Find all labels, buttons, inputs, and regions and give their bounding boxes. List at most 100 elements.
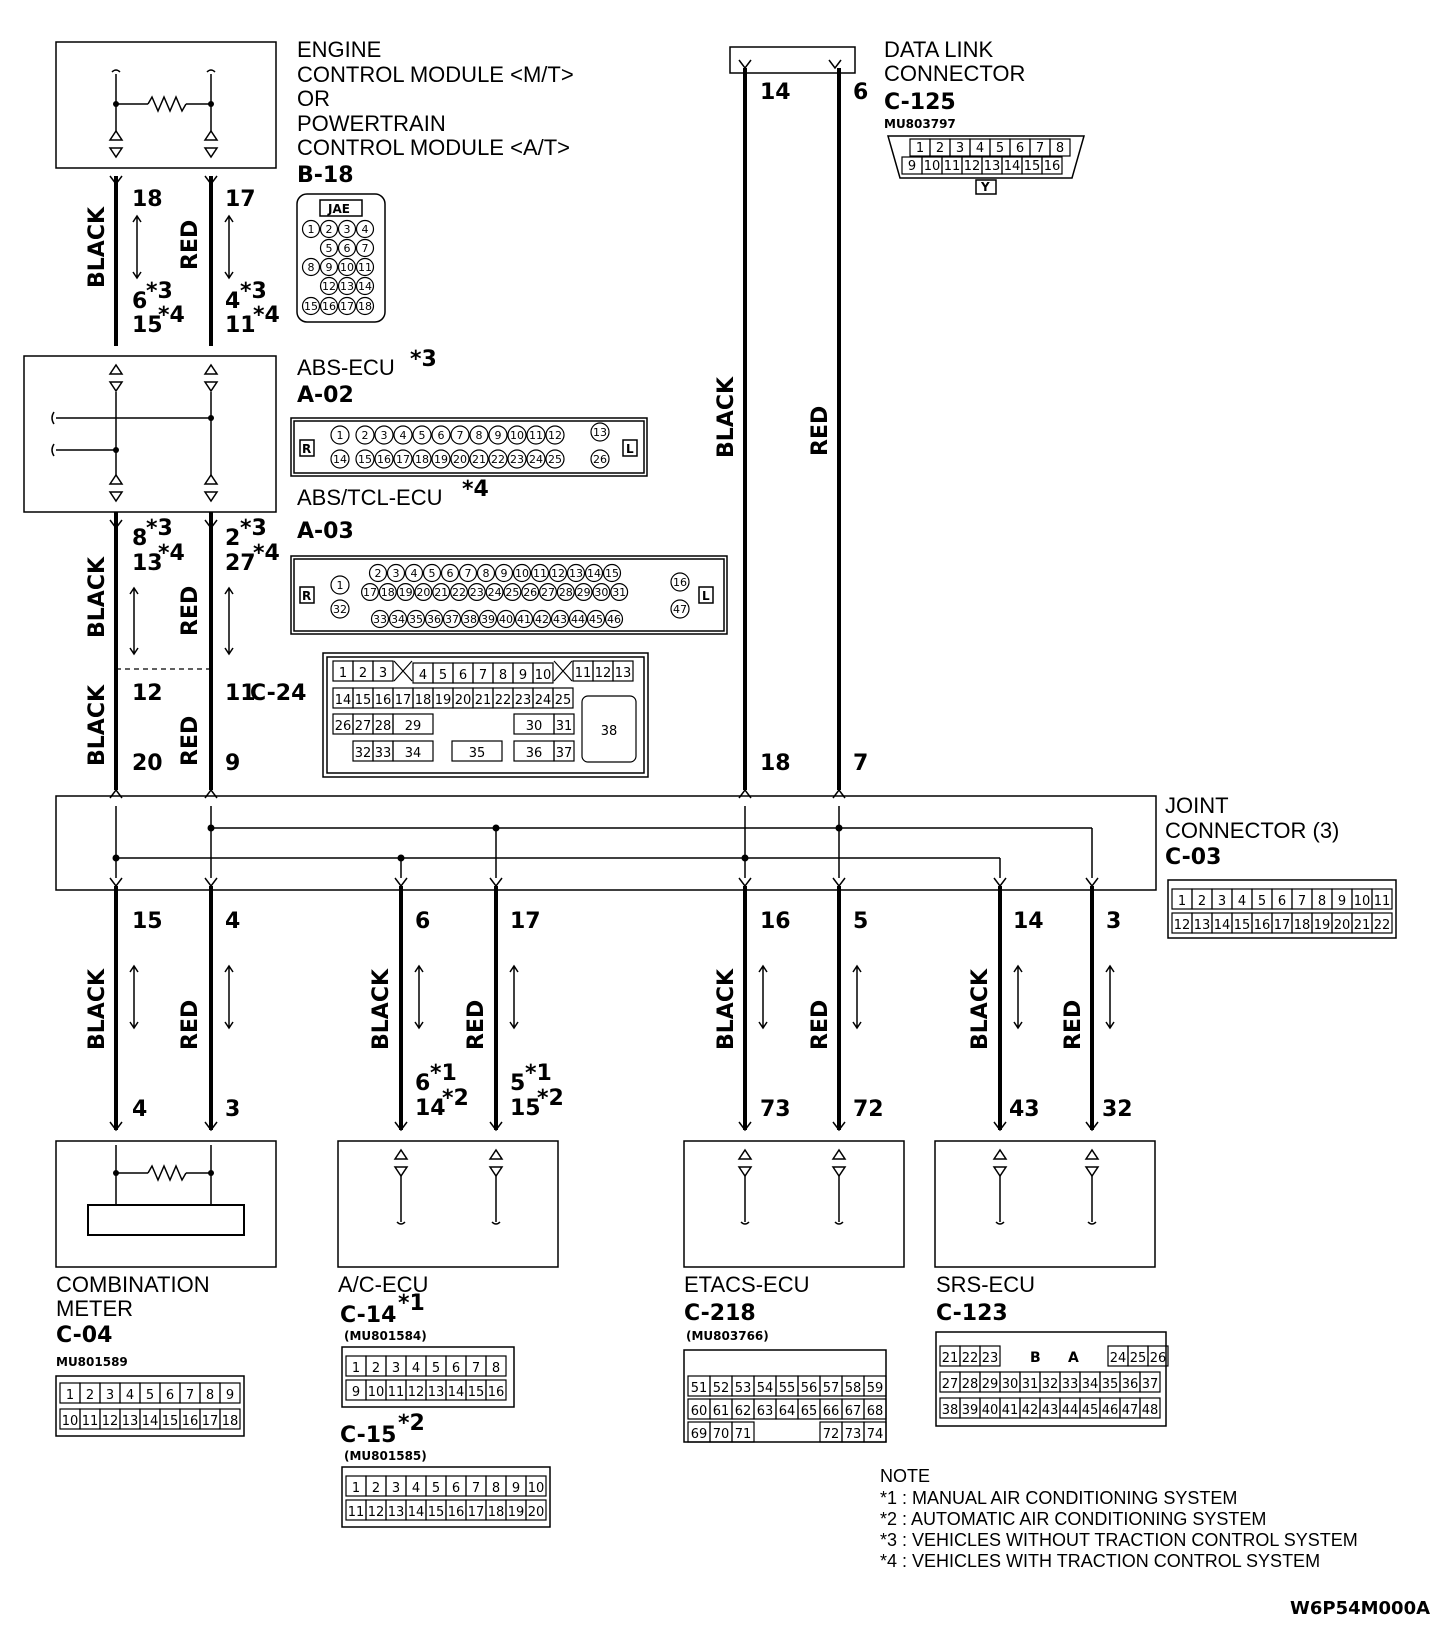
- svg-text:2: 2: [1198, 894, 1206, 909]
- svg-text:42: 42: [535, 613, 549, 626]
- svg-text:25: 25: [1130, 1351, 1147, 1366]
- svg-text:73: 73: [845, 1427, 862, 1442]
- dlc-module: [729, 46, 856, 74]
- svg-text:9: 9: [1338, 894, 1346, 909]
- svg-text:4: 4: [362, 223, 369, 236]
- svg-text:11: 11: [575, 666, 592, 681]
- svg-text:14: 14: [142, 1414, 159, 1429]
- svg-text:48: 48: [1142, 1403, 1159, 1418]
- svg-text:R: R: [302, 589, 311, 603]
- svg-text:9: 9: [495, 429, 502, 442]
- abs-code: A-02: [297, 383, 354, 408]
- ecm-label-1: ENGINE: [297, 37, 381, 62]
- etacs-part: (MU803766): [686, 1329, 769, 1343]
- svg-text:13: 13: [428, 1385, 445, 1400]
- srs-code: C-123: [936, 1301, 1008, 1326]
- svg-text:7: 7: [1298, 894, 1306, 909]
- svg-text:19: 19: [435, 693, 452, 708]
- svg-text:35: 35: [409, 613, 423, 626]
- svg-text:37: 37: [1142, 1377, 1159, 1392]
- svg-text:13: 13: [569, 567, 583, 580]
- svg-text:17: 17: [340, 300, 354, 313]
- svg-text:34: 34: [1082, 1377, 1099, 1392]
- joint-label-2: CONNECTOR (3): [1165, 818, 1339, 843]
- pin-meter-red: 3: [225, 1097, 240, 1122]
- svg-text:16: 16: [673, 576, 687, 589]
- svg-text:58: 58: [845, 1381, 862, 1396]
- svg-text:37: 37: [556, 746, 573, 761]
- svg-text:A: A: [1068, 1350, 1079, 1366]
- mark-4: *4: [158, 541, 185, 566]
- svg-text:2: 2: [326, 223, 333, 236]
- pin-etacs-black: 73: [760, 1097, 791, 1122]
- svg-text:6: 6: [1278, 894, 1286, 909]
- pin-jc-out-6: 5: [853, 909, 868, 934]
- pin-abs-in-red-b: 11: [225, 313, 256, 338]
- svg-text:51: 51: [691, 1381, 708, 1396]
- svg-text:9: 9: [326, 261, 333, 274]
- pin-etacs-red: 72: [853, 1097, 884, 1122]
- etacs-label: ETACS-ECU: [684, 1272, 810, 1297]
- svg-text:65: 65: [801, 1404, 818, 1419]
- svg-text:55: 55: [779, 1381, 796, 1396]
- svg-text:13: 13: [984, 159, 1001, 174]
- svg-text:7: 7: [186, 1388, 194, 1403]
- svg-text:24: 24: [1110, 1351, 1127, 1366]
- mark-2: *2: [537, 1086, 564, 1111]
- mark-2: *2: [442, 1086, 469, 1111]
- svg-text:31: 31: [612, 586, 626, 599]
- svg-text:67: 67: [845, 1404, 862, 1419]
- svg-text:3: 3: [392, 1481, 400, 1496]
- svg-text:5: 5: [996, 141, 1004, 156]
- svg-text:5: 5: [432, 1361, 440, 1376]
- svg-text:47: 47: [673, 603, 687, 616]
- svg-text:20: 20: [1334, 918, 1351, 933]
- wire-color-black-etacs: BLACK: [714, 968, 739, 1050]
- wire-color-black-srs: BLACK: [968, 968, 993, 1050]
- svg-text:3: 3: [344, 223, 351, 236]
- pin-abs-out-red-b: 27: [225, 551, 256, 576]
- svg-text:68: 68: [867, 1404, 884, 1419]
- svg-text:11: 11: [529, 429, 543, 442]
- pin-ac-red-a: 5: [510, 1071, 525, 1096]
- srs-label: SRS-ECU: [936, 1272, 1035, 1297]
- svg-text:20: 20: [416, 586, 430, 599]
- svg-text:13: 13: [340, 280, 354, 293]
- svg-text:46: 46: [607, 613, 621, 626]
- svg-text:19: 19: [399, 586, 413, 599]
- svg-text:35: 35: [469, 746, 486, 761]
- pin-jc-out-1: 15: [132, 909, 163, 934]
- svg-text:11: 11: [388, 1385, 405, 1400]
- svg-text:8: 8: [476, 429, 483, 442]
- svg-text:17: 17: [202, 1414, 219, 1429]
- svg-text:12: 12: [548, 429, 562, 442]
- svg-text:1: 1: [337, 579, 344, 592]
- pin-jc-out-4: 17: [510, 909, 541, 934]
- dlc-part: MU803797: [884, 117, 956, 131]
- ecm-label-3: OR: [297, 86, 330, 111]
- svg-text:14: 14: [333, 453, 347, 466]
- svg-text:54: 54: [757, 1381, 774, 1396]
- svg-text:61: 61: [713, 1404, 730, 1419]
- ac-label: A/C-ECU: [338, 1272, 428, 1297]
- meter-label-2: METER: [56, 1296, 133, 1321]
- svg-text:31: 31: [556, 719, 573, 734]
- pin-c24-red: 11: [225, 681, 256, 706]
- svg-text:R: R: [302, 442, 311, 456]
- svg-text:8: 8: [483, 567, 490, 580]
- svg-text:L: L: [626, 442, 634, 456]
- svg-text:66: 66: [823, 1404, 840, 1419]
- pin-ac-red-b: 15: [510, 1096, 541, 1121]
- svg-text:15: 15: [162, 1414, 179, 1429]
- svg-text:29: 29: [982, 1377, 999, 1392]
- svg-text:18: 18: [358, 300, 372, 313]
- ac-module: [337, 1140, 559, 1268]
- svg-text:18: 18: [488, 1505, 505, 1520]
- ecm-label-5: CONTROL MODULE <A/T>: [297, 135, 570, 160]
- svg-text:39: 39: [481, 613, 495, 626]
- svg-text:9: 9: [226, 1388, 234, 1403]
- svg-text:11: 11: [348, 1505, 365, 1520]
